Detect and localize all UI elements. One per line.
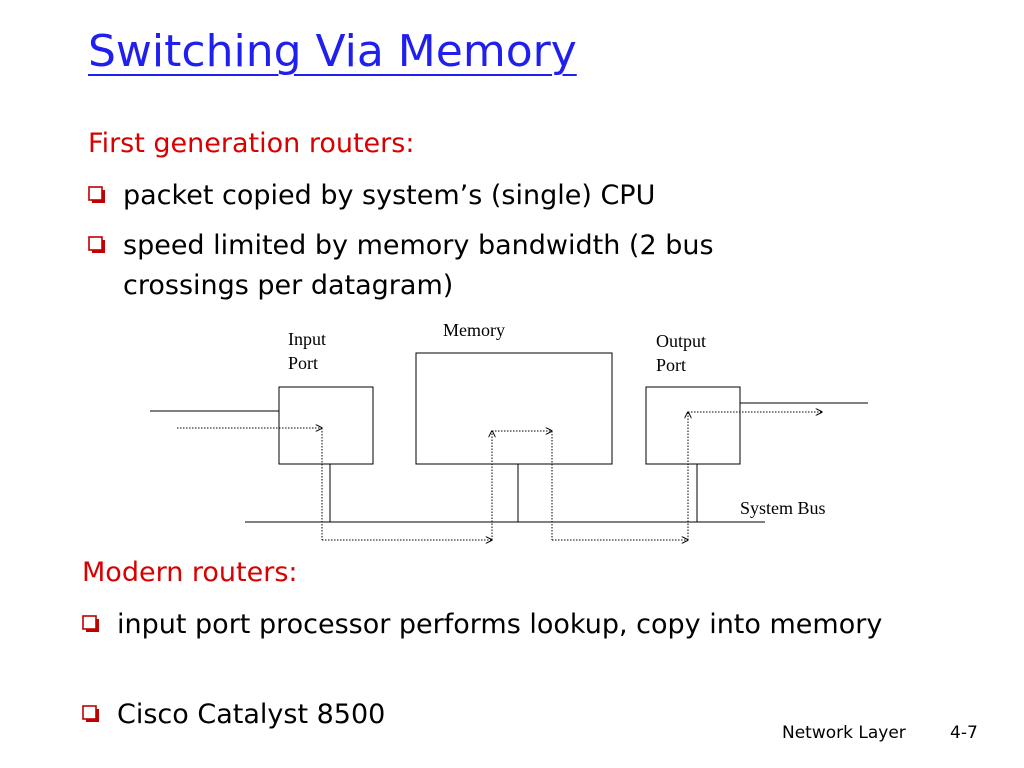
memory-box [415, 352, 613, 465]
input-port-label-line2: Port [288, 353, 319, 373]
first-generation-heading: First generation routers: [88, 128, 415, 159]
checkbox-bullet-icon [88, 186, 105, 203]
datagram-path-in [177, 428, 552, 540]
bullet-item: Cisco Catalyst 8500 [82, 695, 582, 735]
bullet-text: Cisco Catalyst 8500 [117, 699, 386, 730]
bullet-item: speed limited by memory bandwidth (2 bus… [88, 226, 828, 306]
bullet-item: input port processor performs lookup, co… [82, 605, 882, 645]
system-bus-label: System Bus [740, 498, 826, 518]
output-port-box [645, 386, 741, 465]
checkbox-bullet-icon [82, 705, 99, 722]
input-port-label-line1: Input [288, 329, 326, 349]
memory-label: Memory [443, 320, 505, 340]
bullet-text: packet copied by system’s (single) CPU [123, 180, 656, 211]
output-port-label-line1: Output [656, 331, 707, 351]
checkbox-bullet-icon [88, 236, 105, 253]
input-port-box [278, 386, 374, 465]
checkbox-bullet-icon [82, 615, 99, 632]
output-port-label: Output Port [656, 329, 706, 377]
slide-title: Switching Via Memory [88, 26, 577, 77]
bullet-item: packet copied by system’s (single) CPU [88, 176, 848, 216]
bullet-text: speed limited by memory bandwidth (2 bus… [123, 230, 714, 301]
footer-section-label: Network Layer [782, 723, 906, 743]
bullet-text: input port processor performs lookup, co… [117, 609, 883, 640]
input-port-label: Input Port [288, 327, 326, 375]
modern-routers-heading: Modern routers: [82, 557, 298, 588]
output-port-label-line2: Port [656, 355, 687, 375]
footer-page-number: 4-7 [950, 723, 978, 743]
datagram-path-out [551, 412, 822, 540]
